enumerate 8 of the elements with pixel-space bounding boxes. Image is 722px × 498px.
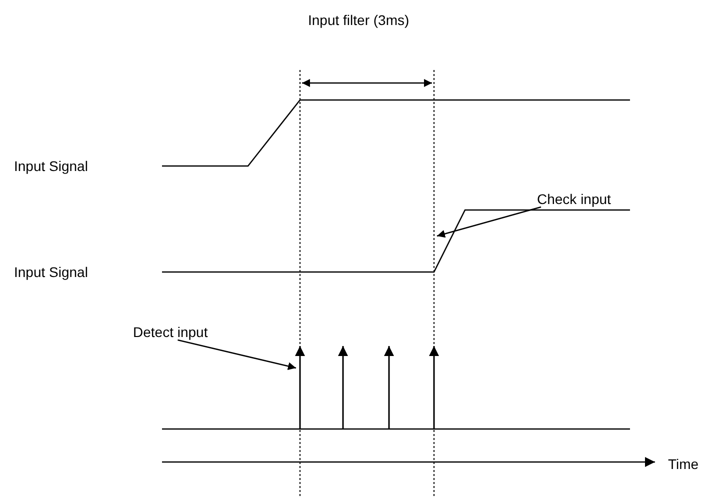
signal-label: Input Signal: [14, 158, 88, 174]
callout-text: Check input: [537, 191, 611, 207]
callout-text: Detect input: [133, 324, 208, 340]
axis-label: Time: [668, 456, 699, 472]
leader-line: [178, 339, 296, 370]
dimension-label: Input filter (3ms): [308, 12, 410, 28]
leader-line: [436, 206, 542, 238]
signal-label: Input Signal: [14, 264, 88, 280]
